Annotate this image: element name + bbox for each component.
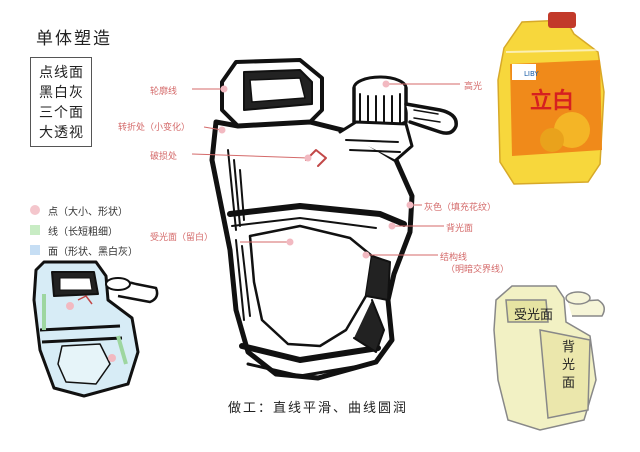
label-backlight: 背光面 <box>446 224 474 234</box>
right-label-lit: 受光面 <box>514 308 554 323</box>
legend-label: 线（长短粗细） <box>48 226 118 238</box>
product-brand-text: 立白 <box>530 88 574 114</box>
yellow-sketch-bottle <box>493 285 605 431</box>
green-square-icon <box>30 225 40 235</box>
legend-label: 面（形状、黑白灰） <box>48 246 138 258</box>
label-structure-note: （明暗交界线） <box>446 265 510 275</box>
colored-sketch-bottle <box>32 260 159 398</box>
legend-item-line: 线（长短粗细） <box>30 220 138 240</box>
right-label-back: 背 <box>562 340 576 355</box>
concept-box: 点线面 黑白灰 三个面 大透视 <box>30 57 92 147</box>
legend-item-plane: 面（形状、黑白灰） <box>30 240 138 260</box>
legend-item-point: 点（大小、形状） <box>30 200 138 220</box>
label-lit: 受光面（留白） <box>150 233 214 243</box>
main-bottle-sketch <box>209 58 458 381</box>
product-badge-text: LIBY <box>524 70 539 78</box>
label-structure: 结构线 <box>440 253 468 263</box>
concept-item: 三个面 <box>39 105 84 121</box>
label-turn: 转折处（小变化） <box>118 123 191 133</box>
concept-item: 大透视 <box>39 125 84 141</box>
label-gray: 灰色（填充花纹） <box>424 203 497 213</box>
pink-dot-icon <box>30 205 40 215</box>
concept-item: 黑白灰 <box>39 85 84 101</box>
label-damage: 破损处 <box>150 152 178 162</box>
legend: 点（大小、形状） 线（长短粗细） 面（形状、黑白灰） <box>30 200 138 260</box>
label-highlight: 高光 <box>464 82 483 92</box>
highlight-dots <box>218 80 414 259</box>
legend-label: 点（大小、形状） <box>48 206 128 218</box>
caption-text: 做工：直线平滑、曲线圆润 <box>228 401 409 416</box>
right-label-back: 光 <box>562 358 576 373</box>
page-title: 单体塑造 <box>36 29 112 49</box>
label-outline: 轮廓线 <box>150 87 178 97</box>
blue-square-icon <box>30 245 40 255</box>
right-label-back: 面 <box>562 376 576 391</box>
concept-item: 点线面 <box>39 65 84 81</box>
product-photo-bottle <box>497 12 605 185</box>
